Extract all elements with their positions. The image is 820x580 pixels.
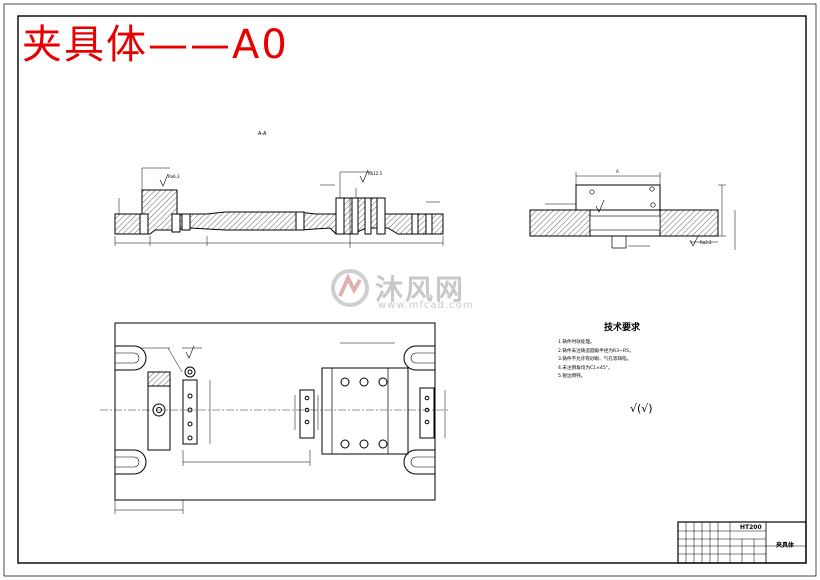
side-view [529, 172, 736, 250]
notes-heading: 技术要求 [604, 323, 641, 333]
title-block-material: HT200 [740, 524, 762, 531]
general-roughness-symbol: √(√) [630, 402, 653, 415]
roughness-label-a: Ra6.3 [168, 174, 180, 179]
side-view-label: A [616, 169, 619, 174]
notes-list: 1.铸件时效处理。 2.铸件未注铸造圆角半径为R3~R5。 3.铸件不允许有砂眼… [558, 339, 708, 382]
drawing-title: 夹具体——A0 [22, 22, 289, 68]
title-block-part-name: 夹具体 [776, 542, 795, 549]
section-view [114, 167, 444, 248]
watermark: 沐风网 www.mfcad.com [328, 266, 493, 316]
technical-requirements: 技术要求 1.铸件时效处理。 2.铸件未注铸造圆角半径为R3~R5。 3.铸件不… [558, 320, 708, 382]
notes-item: 5.锐边倒钝。 [558, 374, 586, 380]
watermark-logo-icon [331, 269, 369, 307]
outer-border [3, 3, 817, 577]
roughness-label-c: Ra3.2 [700, 240, 712, 245]
notes-item: 2.铸件未注铸造圆角半径为R3~R5。 [558, 348, 634, 354]
section-label: A-A [258, 131, 267, 137]
watermark-url: www.mfcad.com [378, 300, 474, 311]
title-block [677, 521, 807, 564]
notes-item: 1.铸件时效处理。 [558, 340, 595, 345]
notes-item: 4.未注倒角均为C1×45°。 [558, 365, 613, 371]
plan-view [100, 322, 450, 514]
watermark-brand: 沐风网 [375, 273, 466, 306]
roughness-label-b: Ra12.5 [368, 171, 383, 176]
notes-item: 3.铸件不允许有砂眼、气孔等缺陷。 [558, 357, 632, 363]
inner-frame [17, 15, 807, 564]
